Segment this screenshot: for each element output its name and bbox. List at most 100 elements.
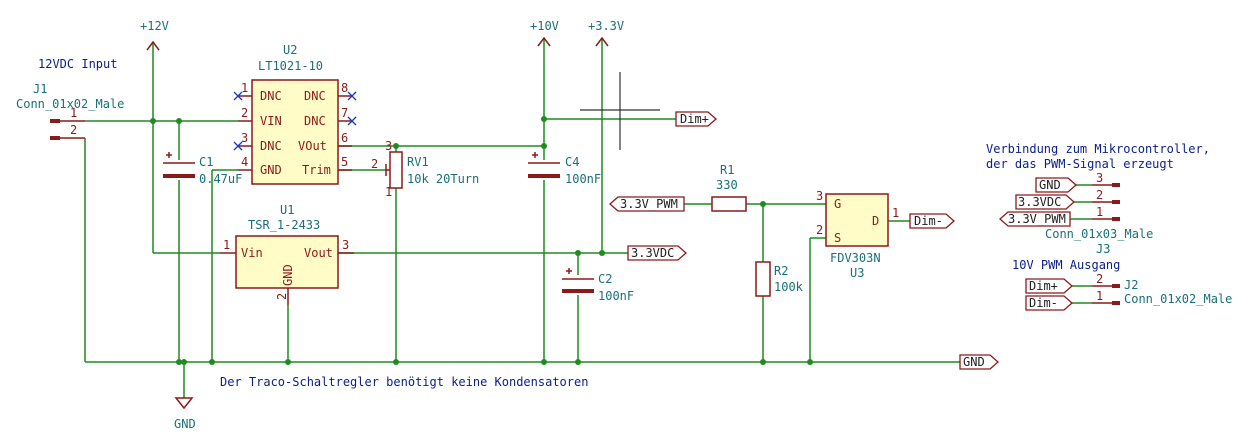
j2-label-dimminus: Dim- (1029, 296, 1058, 310)
u2-pin-dnc1: DNC (260, 89, 282, 103)
u2-pin-dnc3: DNC (260, 139, 282, 153)
svg-text:Dim-: Dim- (914, 214, 943, 228)
net-label-pwm: 3.3V_PWM (609, 196, 685, 212)
u3-num-2: 2 (816, 223, 823, 237)
j2-pin1: 1 (1096, 289, 1103, 303)
u1-pin-vout: Vout (304, 246, 333, 260)
j2-ref: J2 (1124, 278, 1138, 292)
j1-ref: J1 (33, 82, 47, 96)
u2-num-5: 5 (341, 155, 348, 169)
u2-value: LT1021-10 (258, 59, 323, 73)
power-10v: +10V (530, 19, 559, 47)
mcu-note-line1: Verbindung zum Mikrocontroller, (986, 142, 1210, 156)
power-12v: +12V (140, 19, 169, 51)
regulator-u1: U1 TSR_1-2433 Vin Vout GND 1 3 2 (220, 203, 354, 305)
rv1-ref: RV1 (407, 155, 429, 169)
potentiometer-rv1: RV1 10k 20Turn 2 1 3 (371, 139, 479, 199)
u1-num-3: 3 (342, 238, 349, 252)
u2-pin-gnd: GND (260, 163, 282, 177)
u3-ref: U3 (850, 266, 864, 280)
j3-label-33vdc: 3.3VDC (1018, 195, 1061, 209)
u2-pin-dnc7: DNC (304, 114, 326, 128)
u1-pin-vin: Vin (241, 246, 263, 260)
r1-ref: R1 (720, 163, 734, 177)
gnd-symbol-label: GND (174, 417, 196, 431)
j2-title: 10V PWM Ausgang (1012, 258, 1120, 272)
u1-num-2: 2 (275, 293, 289, 300)
u1-num-1: 1 (223, 238, 230, 252)
ic-u2: U2 LT1021-10 DNC VIN DNC GND DNC DNC VOu… (233, 43, 357, 185)
power-33v: +3.3V (588, 19, 624, 47)
c2-value: 100nF (598, 289, 634, 303)
net-label-33vdc: 3.3VDC (627, 245, 687, 261)
j1-value: Conn_01x02_Male (16, 97, 124, 111)
j3-label-gnd: GND (1039, 178, 1061, 192)
crosshair-cursor (580, 72, 660, 150)
j3-pin1: 1 (1096, 205, 1103, 219)
connector-j1: 12VDC Input J1 Conn_01x02_Male 1 2 (16, 57, 124, 140)
u3-pin-s: S (834, 231, 841, 245)
j3-pin3: 3 (1096, 171, 1103, 185)
rv1-pin3: 3 (385, 139, 392, 153)
power-10v-label: +10V (530, 19, 559, 33)
u2-pin-trim: Trim (302, 163, 331, 177)
u2-pin-dnc8: DNC (304, 89, 326, 103)
wires (84, 38, 1092, 398)
u2-pin-vout: VOut (298, 139, 327, 153)
j3-ref: J3 (1096, 242, 1110, 256)
u1-ref: U1 (280, 203, 294, 217)
capacitor-c1: C1 0.47uF (163, 152, 242, 186)
u2-num-4: 4 (241, 155, 248, 169)
svg-text:Dim+: Dim+ (680, 112, 709, 126)
gnd-symbol: GND (174, 397, 196, 431)
u2-nc-markers (233, 91, 357, 151)
r2-ref: R2 (774, 264, 788, 278)
resistor-r2: R2 100k (755, 261, 804, 297)
u3-pin-g: G (834, 197, 841, 211)
r2-value: 100k (774, 280, 804, 294)
connector-j3: Verbindung zum Mikrocontroller, der das … (986, 142, 1210, 256)
u3-pin-d: D (872, 214, 879, 228)
connector-j2: 10V PWM Ausgang Dim+ Dim- 2 1 J2 Conn_01… (1012, 258, 1232, 311)
j3-value: Conn_01x03_Male (1045, 227, 1153, 241)
net-label-gnd: GND (959, 354, 999, 370)
u2-num-6: 6 (341, 131, 348, 145)
rv1-value: 10k 20Turn (407, 172, 479, 186)
j3-pin2: 2 (1096, 188, 1103, 202)
j1-pin1: 1 (70, 106, 77, 120)
power-12v-label: +12V (140, 19, 169, 33)
net-label-dimminus: Dim- (909, 213, 955, 229)
svg-text:3.3VDC: 3.3VDC (631, 246, 674, 260)
j3-label-pwm: 3.3V_PWM (1008, 212, 1066, 226)
j2-pin2: 2 (1096, 272, 1103, 286)
j2-value: Conn_01x02_Male (1124, 292, 1232, 306)
resistor-r1: R1 330 (711, 163, 747, 212)
capacitor-c2: C2 100nF (562, 268, 634, 303)
j2-label-dimplus: Dim+ (1029, 279, 1058, 293)
capacitor-c4: C4 100nF (528, 152, 601, 186)
u2-num-7: 7 (341, 106, 348, 120)
svg-text:3.3V_PWM: 3.3V_PWM (620, 197, 678, 211)
r1-value: 330 (716, 178, 738, 192)
svg-text:GND: GND (963, 355, 985, 369)
u1-value: TSR_1-2433 (248, 218, 320, 232)
junctions (150, 116, 813, 365)
net-label-dimplus: Dim+ (675, 111, 717, 127)
c1-ref: C1 (199, 155, 213, 169)
j1-pin2: 2 (70, 123, 77, 137)
u1-pin-gnd: GND (281, 264, 295, 286)
mosfet-u3: G S D 3 2 1 FDV303N U3 (816, 189, 899, 280)
u2-num-8: 8 (341, 81, 348, 95)
c1-value: 0.47uF (199, 172, 242, 186)
j1-title: 12VDC Input (38, 57, 117, 71)
u2-num-2: 2 (241, 106, 248, 120)
c4-value: 100nF (565, 172, 601, 186)
u3-num-1: 1 (892, 206, 899, 220)
u2-ref: U2 (283, 43, 297, 57)
mcu-note-line2: der das PWM-Signal erzeugt (986, 157, 1174, 171)
c2-ref: C2 (598, 272, 612, 286)
u2-pin-vin: VIN (260, 114, 282, 128)
u3-value: FDV303N (830, 251, 881, 265)
power-33v-label: +3.3V (588, 19, 624, 33)
